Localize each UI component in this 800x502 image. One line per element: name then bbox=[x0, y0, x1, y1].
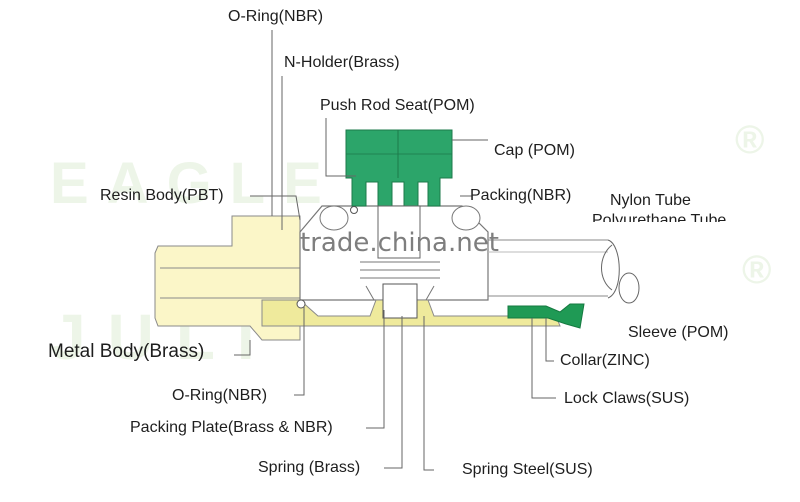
tube-cut-end bbox=[607, 239, 620, 299]
spring-block-part bbox=[382, 283, 418, 319]
label-sleeve: Sleeve (POM) bbox=[628, 324, 729, 341]
label-collar: Collar(ZINC) bbox=[560, 352, 650, 369]
watermark-top-text: EAGLE bbox=[50, 151, 340, 216]
label-spring: Spring (Brass) bbox=[258, 459, 361, 476]
label-nylon-tube: Nylon Tube bbox=[610, 192, 691, 209]
label-cap: Cap (POM) bbox=[494, 142, 575, 159]
label-spring-steel: Spring Steel(SUS) bbox=[462, 461, 593, 478]
watermark-registered-right: ® bbox=[742, 248, 772, 292]
watermark-registered-top: ® bbox=[735, 118, 765, 162]
oring-upper-part bbox=[350, 206, 358, 214]
label-packing: Packing(NBR) bbox=[470, 187, 572, 204]
push-rod-part bbox=[377, 205, 421, 259]
oring-lower-part bbox=[296, 299, 306, 309]
site-stamp-watermark: trade.china.net bbox=[300, 228, 499, 258]
label-n-holder: N-Holder(Brass) bbox=[284, 54, 400, 71]
label-resin-body: Resin Body(PBT) bbox=[100, 187, 224, 204]
resin-body-lobe-left bbox=[319, 205, 349, 231]
lock-claws-part bbox=[507, 303, 585, 329]
label-lock-claws: Lock Claws(SUS) bbox=[564, 390, 690, 407]
label-oring-bottom: O-Ring(NBR) bbox=[172, 387, 268, 404]
label-metal-body: Metal Body(Brass) bbox=[48, 341, 205, 362]
label-oring-top: O-Ring(NBR) bbox=[228, 8, 324, 25]
label-push-rod-seat: Push Rod Seat(POM) bbox=[320, 97, 475, 114]
cap-part bbox=[345, 129, 453, 207]
label-packing-plate: Packing Plate(Brass & NBR) bbox=[130, 419, 333, 436]
leader-lines bbox=[234, 30, 556, 471]
label-polyurethane-tube: Polyurethane Tube bbox=[592, 212, 727, 222]
resin-body-lobe-right bbox=[451, 205, 481, 231]
tube-end-ellipse bbox=[618, 272, 640, 304]
spring-steel-part bbox=[365, 285, 435, 301]
tube-cut-face bbox=[601, 244, 613, 291]
